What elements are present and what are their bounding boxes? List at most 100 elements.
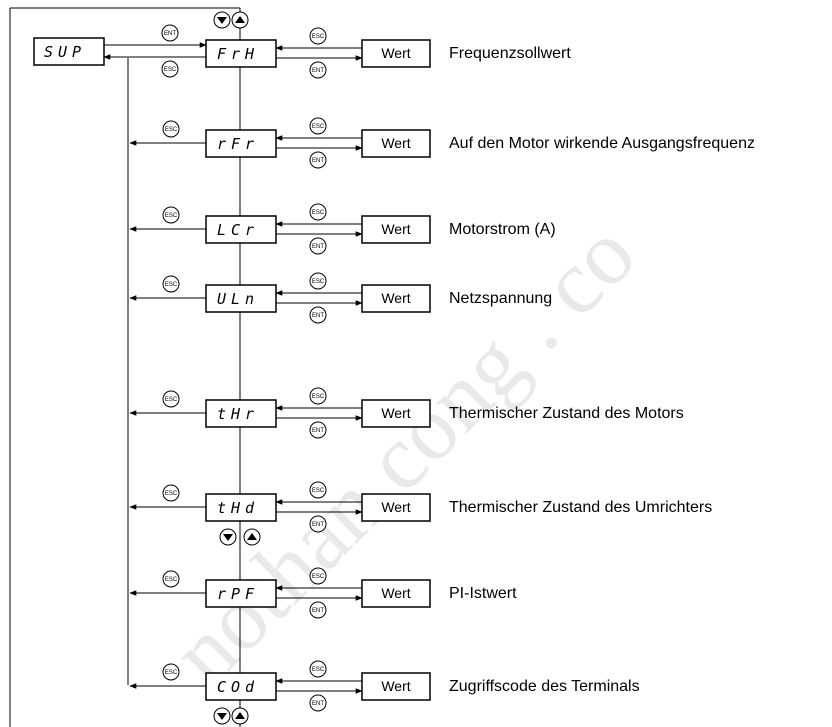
parameter-code: rPF bbox=[217, 585, 259, 603]
branch-escape-button[interactable]: ESC bbox=[162, 484, 180, 502]
value-enter-button-label: ENT bbox=[312, 608, 324, 614]
parameter-display[interactable]: tHr bbox=[205, 399, 277, 428]
value-enter-button-label: ENT bbox=[312, 68, 324, 74]
value-display[interactable]: Wert bbox=[361, 215, 431, 244]
root-sup-display[interactable]: SUP bbox=[33, 37, 105, 66]
value-enter-button[interactable]: ENT bbox=[309, 151, 327, 169]
top-up-button[interactable] bbox=[231, 11, 249, 29]
value-label: Wert bbox=[381, 499, 410, 515]
branch-escape-button-label: ESC bbox=[165, 670, 178, 676]
value-display[interactable]: Wert bbox=[361, 493, 431, 522]
parameter-code: FrH bbox=[217, 45, 259, 63]
parameter-row: ESC COd ESC ENT Wert Zugriffscode des Termina… bbox=[129, 660, 640, 712]
parameter-description: Thermischer Zustand des Umrichters bbox=[449, 499, 712, 516]
parameter-description: Thermischer Zustand des Motors bbox=[449, 405, 684, 422]
value-enter-button[interactable]: ENT bbox=[309, 601, 327, 619]
value-enter-button[interactable]: ENT bbox=[309, 306, 327, 324]
root-escape-button[interactable]: ESC bbox=[161, 60, 179, 78]
root-arrows: ENT ESC bbox=[103, 24, 207, 78]
value-label: Wert bbox=[381, 45, 410, 61]
value-escape-button[interactable]: ESC bbox=[309, 117, 327, 135]
branch-escape-button[interactable]: ESC bbox=[162, 120, 180, 138]
value-escape-button-label: ESC bbox=[312, 210, 325, 216]
branch-escape-button[interactable]: ESC bbox=[162, 663, 180, 681]
parameter-code: ULn bbox=[217, 290, 259, 308]
value-display[interactable]: Wert bbox=[361, 129, 431, 158]
parameter-code: LCr bbox=[217, 221, 259, 239]
value-escape-button[interactable]: ESC bbox=[309, 567, 327, 585]
down-arrow-button-icon bbox=[217, 713, 227, 720]
branch-escape-button[interactable]: ESC bbox=[162, 570, 180, 588]
navigation-buttons bbox=[213, 11, 261, 725]
branch-escape-button[interactable]: ESC bbox=[162, 206, 180, 224]
parameter-display[interactable]: rFr bbox=[205, 129, 277, 158]
value-escape-button-label: ESC bbox=[312, 279, 325, 285]
value-escape-button-label: ESC bbox=[312, 574, 325, 580]
parameter-code: tHd bbox=[217, 499, 259, 517]
branch-escape-button-label: ESC bbox=[165, 577, 178, 583]
parameter-row: ESC rFr ESC ENT Wert Auf den Motor wirkende A… bbox=[129, 117, 755, 169]
parameter-row: ESC LCr ESC ENT Wert Motorstrom (A) bbox=[129, 203, 556, 255]
up-arrow-button-icon bbox=[235, 16, 245, 23]
bottom-up-button[interactable] bbox=[231, 707, 249, 725]
parameter-row: ESC rPF ESC ENT Wert PI-Istwert bbox=[129, 567, 517, 619]
parameter-description: Auf den Motor wirkende Ausgangsfrequenz bbox=[449, 135, 755, 152]
branch-escape-button[interactable]: ESC bbox=[162, 275, 180, 293]
branch-escape-button-label: ESC bbox=[165, 213, 178, 219]
parameter-code: COd bbox=[217, 678, 259, 696]
branch-escape-button-label: ESC bbox=[165, 397, 178, 403]
branch-escape-button[interactable]: ESC bbox=[162, 390, 180, 408]
parameter-display[interactable]: tHd bbox=[205, 493, 277, 522]
value-escape-button[interactable]: ESC bbox=[309, 272, 327, 290]
value-enter-button[interactable]: ENT bbox=[309, 237, 327, 255]
parameter-display[interactable]: FrH bbox=[205, 39, 277, 68]
middle-down-button[interactable] bbox=[219, 528, 237, 546]
value-enter-button[interactable]: ENT bbox=[309, 61, 327, 79]
down-arrow-button-icon bbox=[217, 17, 227, 24]
parameter-code: tHr bbox=[217, 405, 259, 423]
value-escape-button[interactable]: ESC bbox=[309, 481, 327, 499]
parameter-display[interactable]: rPF bbox=[205, 579, 277, 608]
value-display[interactable]: Wert bbox=[361, 399, 431, 428]
root-enter-button[interactable]: ENT bbox=[161, 24, 179, 42]
branch-escape-button-label: ESC bbox=[165, 491, 178, 497]
down-arrow-button-icon bbox=[223, 534, 233, 541]
value-display[interactable]: Wert bbox=[361, 39, 431, 68]
value-label: Wert bbox=[381, 135, 410, 151]
value-display[interactable]: Wert bbox=[361, 284, 431, 313]
middle-up-button[interactable] bbox=[243, 528, 261, 546]
value-display[interactable]: Wert bbox=[361, 672, 431, 701]
parameter-code: rFr bbox=[217, 135, 259, 153]
parameter-display[interactable]: LCr bbox=[205, 215, 277, 244]
value-escape-button[interactable]: ESC bbox=[309, 27, 327, 45]
parameter-description: Zugriffscode des Terminals bbox=[449, 678, 640, 695]
value-escape-button-label: ESC bbox=[312, 394, 325, 400]
value-label: Wert bbox=[381, 678, 410, 694]
parameter-description: Motorstrom (A) bbox=[449, 221, 556, 238]
value-escape-button[interactable]: ESC bbox=[309, 660, 327, 678]
value-enter-button-label: ENT bbox=[312, 522, 324, 528]
value-enter-button-label: ENT bbox=[312, 158, 324, 164]
parameter-display[interactable]: COd bbox=[205, 672, 277, 701]
watermark: nothan cong . co bbox=[152, 202, 654, 704]
bottom-down-button[interactable] bbox=[213, 707, 231, 725]
value-enter-button[interactable]: ENT bbox=[309, 694, 327, 712]
up-arrow-button-icon bbox=[247, 533, 257, 540]
parameter-description: PI-Istwert bbox=[449, 585, 517, 602]
root-enter-button-label: ENT bbox=[164, 31, 176, 37]
value-escape-button[interactable]: ESC bbox=[309, 203, 327, 221]
value-label: Wert bbox=[381, 221, 410, 237]
value-escape-button[interactable]: ESC bbox=[309, 387, 327, 405]
value-enter-button[interactable]: ENT bbox=[309, 421, 327, 439]
value-escape-button-label: ESC bbox=[312, 667, 325, 673]
parameter-display[interactable]: ULn bbox=[205, 284, 277, 313]
top-down-button[interactable] bbox=[213, 11, 231, 29]
value-enter-button[interactable]: ENT bbox=[309, 515, 327, 533]
value-display[interactable]: Wert bbox=[361, 579, 431, 608]
value-enter-button-label: ENT bbox=[312, 244, 324, 250]
root-sup-code: SUP bbox=[44, 43, 86, 61]
value-escape-button-label: ESC bbox=[312, 488, 325, 494]
